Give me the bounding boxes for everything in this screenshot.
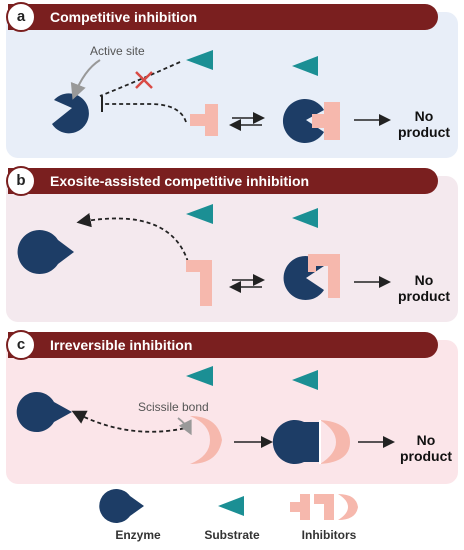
scissile-bond-label: Scissile bond [138,400,209,414]
panel-c-header: c Irreversible inhibition [6,330,438,360]
enzyme-icon [52,93,89,134]
panel-b-title: Exosite-assisted competitive inhibition [50,173,310,189]
inhibitor-icon [190,104,218,136]
arrow-icon [70,59,101,100]
inhibitor-icon [186,260,212,306]
enzyme-icon [17,230,74,275]
substrate-icon [218,496,244,516]
arrow-icon [99,61,181,97]
enzyme-icon [99,488,144,523]
legend-inhibitors-label: Inhibitors [301,528,357,542]
legend-enzyme-label: Enzyme [115,528,161,542]
inhibitor-icon [320,420,350,464]
inhibitor-icon [190,416,222,464]
substrate-icon [186,204,213,224]
arrow-icon [102,103,187,123]
panel-c-no-product: No product [399,432,453,464]
equilibrium-arrow-icon [229,274,265,293]
substrate-icon [292,56,318,76]
substrate-icon [292,370,318,390]
panel-b [6,176,458,322]
panel-b-letter: b [6,166,36,196]
substrate-icon [186,366,213,386]
panel-a-letter: a [6,2,36,32]
arrow-icon [71,410,187,433]
equilibrium-arrow-icon [229,112,265,131]
panel-c-letter: c [6,330,36,360]
panel-b-header: b Exosite-assisted competitive inhibitio… [6,166,438,196]
panel-a-title: Competitive inhibition [50,9,197,25]
block-x-icon [135,71,153,89]
legend-substrate-label: Substrate [204,528,260,542]
panel-b-no-product: No product [397,272,451,304]
substrate-icon [186,50,213,70]
panel-a-header: a Competitive inhibition [6,2,438,32]
substrate-icon [292,208,318,228]
panel-c-title: Irreversible inhibition [50,337,193,353]
arrow-icon [177,417,192,436]
enzyme-icon [272,420,320,464]
panel-a-no-product: No product [397,108,451,140]
arrow-icon [76,213,189,263]
inhibitor-icon [312,102,340,140]
active-site-label: Active site [90,44,145,58]
inhibitor-icon [290,494,358,520]
inhibitor-icon [308,254,340,298]
enzyme-icon [16,391,72,432]
enzyme-icon [282,99,324,143]
